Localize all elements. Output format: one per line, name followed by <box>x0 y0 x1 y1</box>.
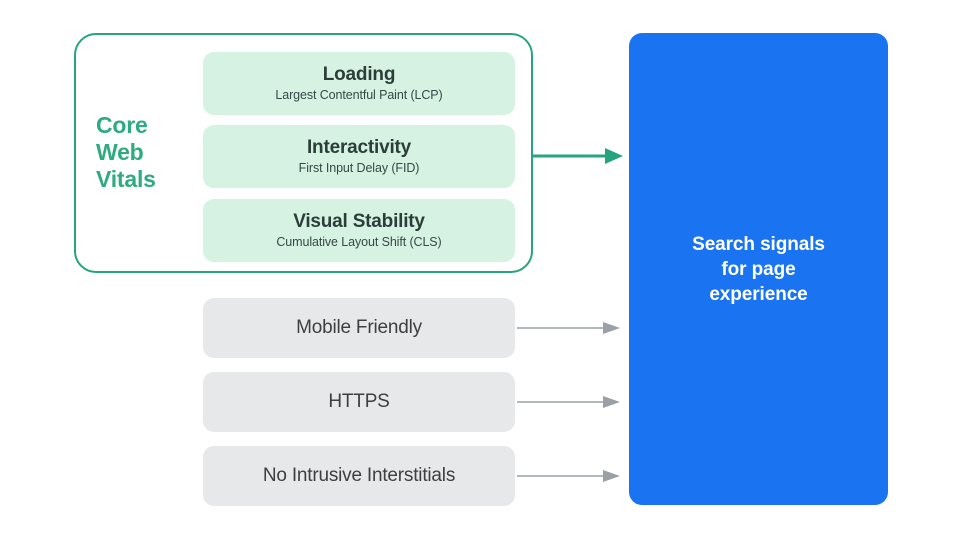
signal-box-no-intrusive-interstitials[interactable]: No Intrusive Interstitials <box>203 446 515 506</box>
metric-card-subtitle: Cumulative Layout Shift (CLS) <box>276 235 442 249</box>
signal-box-https[interactable]: HTTPS <box>203 372 515 432</box>
metric-card-title: Visual Stability <box>293 211 425 232</box>
signal-box-mobile-friendly[interactable]: Mobile Friendly <box>203 298 515 358</box>
mobile-friendly-arrow <box>517 322 620 334</box>
search-signals-panel-text: Search signals for page experience <box>692 233 825 305</box>
core-web-vitals-label-line-1: Core <box>96 112 148 138</box>
search-signals-panel: Search signals for page experience <box>629 33 888 505</box>
core-web-vitals-label-line-2: Web <box>96 139 144 165</box>
metric-card-subtitle: Largest Contentful Paint (LCP) <box>275 88 443 102</box>
no-intrusive-interstitials-arrow <box>517 470 620 482</box>
core-web-vitals-label-line-3: Vitals <box>96 166 156 192</box>
https-arrow <box>517 396 620 408</box>
metric-card-subtitle: First Input Delay (FID) <box>298 161 420 175</box>
metric-card-title: Interactivity <box>306 137 412 158</box>
metric-card-loading[interactable]: Loading Largest Contentful Paint (LCP) <box>203 52 515 115</box>
core-web-vitals-label: Core Web Vitals <box>96 112 196 193</box>
metric-card-interactivity[interactable]: Interactivity First Input Delay (FID) <box>203 125 515 188</box>
core-web-vitals-arrow <box>533 148 623 164</box>
metric-card-visual-stability[interactable]: Visual Stability Cumulative Layout Shift… <box>203 199 515 262</box>
metric-card-title: Loading <box>322 64 396 85</box>
